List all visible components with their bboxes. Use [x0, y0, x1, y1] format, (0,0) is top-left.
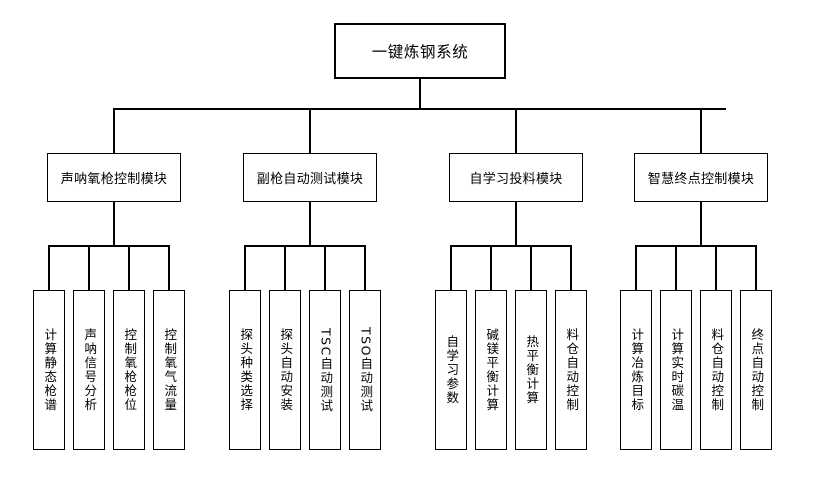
leaf-node-3-3[interactable]: 终点自动控制 — [740, 290, 772, 450]
leaf-node-3-0-label: 计算冶炼目标 — [629, 328, 645, 412]
connector-level2-bus — [113, 108, 726, 111]
leaf-node-3-1-label: 计算实时碳温 — [669, 328, 685, 412]
module-node-1-label: 副枪自动测试模块 — [256, 172, 364, 187]
connector-leaf-drop-0-1 — [88, 245, 90, 291]
connector-group-0-stem — [113, 201, 116, 247]
leaf-node-1-1[interactable]: 探头自动安装 — [269, 290, 301, 450]
connector-leaf-drop-1-1 — [284, 245, 286, 291]
connector-leaf-drop-1-3 — [364, 245, 366, 291]
connector-leaf-drop-2-3 — [570, 245, 572, 291]
leaf-node-2-3[interactable]: 料仓自动控制 — [555, 290, 587, 450]
connector-group-2-bus — [450, 245, 572, 248]
connector-leaf-drop-2-0 — [450, 245, 452, 291]
leaf-node-3-2-label: 料仓自动控制 — [709, 328, 725, 412]
connector-leaf-drop-3-2 — [715, 245, 717, 291]
leaf-node-2-0[interactable]: 自学习参数 — [435, 290, 467, 450]
leaf-node-2-2-label: 热平衡计算 — [524, 335, 540, 405]
leaf-node-2-3-label: 料仓自动控制 — [564, 328, 580, 412]
module-node-2[interactable]: 自学习投料模块 — [449, 153, 583, 202]
leaf-node-3-3-label: 终点自动控制 — [749, 328, 765, 412]
module-node-1[interactable]: 副枪自动测试模块 — [243, 153, 377, 202]
connector-group-0-bus — [48, 245, 170, 248]
leaf-node-2-0-label: 自学习参数 — [444, 335, 460, 405]
connector-module-drop-1 — [309, 108, 312, 154]
root-node[interactable]: 一键炼钢系统 — [334, 23, 506, 79]
module-node-0-label: 声呐氧枪控制模块 — [60, 172, 168, 187]
leaf-node-2-1-label: 碱镁平衡计算 — [484, 328, 500, 412]
leaf-node-0-3[interactable]: 控制氧气流量 — [153, 290, 185, 450]
connector-leaf-drop-2-1 — [490, 245, 492, 291]
leaf-node-2-1[interactable]: 碱镁平衡计算 — [475, 290, 507, 450]
leaf-node-1-0[interactable]: 探头种类选择 — [229, 290, 261, 450]
leaf-node-3-0[interactable]: 计算冶炼目标 — [620, 290, 652, 450]
leaf-node-1-0-label: 探头种类选择 — [238, 328, 254, 412]
leaf-node-1-1-label: 探头自动安装 — [278, 328, 294, 412]
connector-group-3-bus — [635, 245, 757, 248]
module-node-3[interactable]: 智慧终点控制模块 — [634, 153, 768, 202]
root-node-label: 一键炼钢系统 — [371, 43, 469, 61]
connector-leaf-drop-0-3 — [168, 245, 170, 291]
leaf-node-0-1-label: 声呐信号分析 — [82, 328, 98, 412]
leaf-node-3-1[interactable]: 计算实时碳温 — [660, 290, 692, 450]
connector-leaf-drop-0-0 — [48, 245, 50, 291]
connector-group-1-bus — [244, 245, 366, 248]
leaf-node-1-3-label: TSO自动测试 — [358, 327, 374, 413]
module-node-3-label: 智慧终点控制模块 — [647, 172, 755, 187]
leaf-node-2-2[interactable]: 热平衡计算 — [515, 290, 547, 450]
module-node-0[interactable]: 声呐氧枪控制模块 — [47, 153, 181, 202]
connector-group-2-stem — [515, 201, 518, 247]
connector-leaf-drop-0-2 — [128, 245, 130, 291]
leaf-node-0-1[interactable]: 声呐信号分析 — [73, 290, 105, 450]
leaf-node-0-2-label: 控制氧枪枪位 — [122, 328, 138, 412]
connector-root-stem — [419, 79, 422, 110]
connector-group-3-stem — [700, 201, 703, 247]
connector-module-drop-0 — [113, 108, 116, 154]
leaf-node-0-0[interactable]: 计算静态枪谱 — [33, 290, 65, 450]
connector-leaf-drop-3-3 — [755, 245, 757, 291]
module-node-2-label: 自学习投料模块 — [469, 172, 563, 187]
leaf-node-0-2[interactable]: 控制氧枪枪位 — [113, 290, 145, 450]
leaf-node-0-0-label: 计算静态枪谱 — [42, 328, 58, 412]
connector-module-drop-2 — [515, 108, 518, 154]
connector-leaf-drop-3-1 — [675, 245, 677, 291]
leaf-node-3-2[interactable]: 料仓自动控制 — [700, 290, 732, 450]
connector-leaf-drop-1-0 — [244, 245, 246, 291]
connector-leaf-drop-2-2 — [530, 245, 532, 291]
connector-module-drop-3 — [700, 108, 703, 154]
connector-leaf-drop-3-0 — [635, 245, 637, 291]
connector-leaf-drop-1-2 — [324, 245, 326, 291]
leaf-node-1-2[interactable]: TSC自动测试 — [309, 290, 341, 450]
leaf-node-0-3-label: 控制氧气流量 — [162, 328, 178, 412]
leaf-node-1-3[interactable]: TSO自动测试 — [349, 290, 381, 450]
leaf-node-1-2-label: TSC自动测试 — [318, 327, 334, 413]
connector-group-1-stem — [309, 201, 312, 247]
